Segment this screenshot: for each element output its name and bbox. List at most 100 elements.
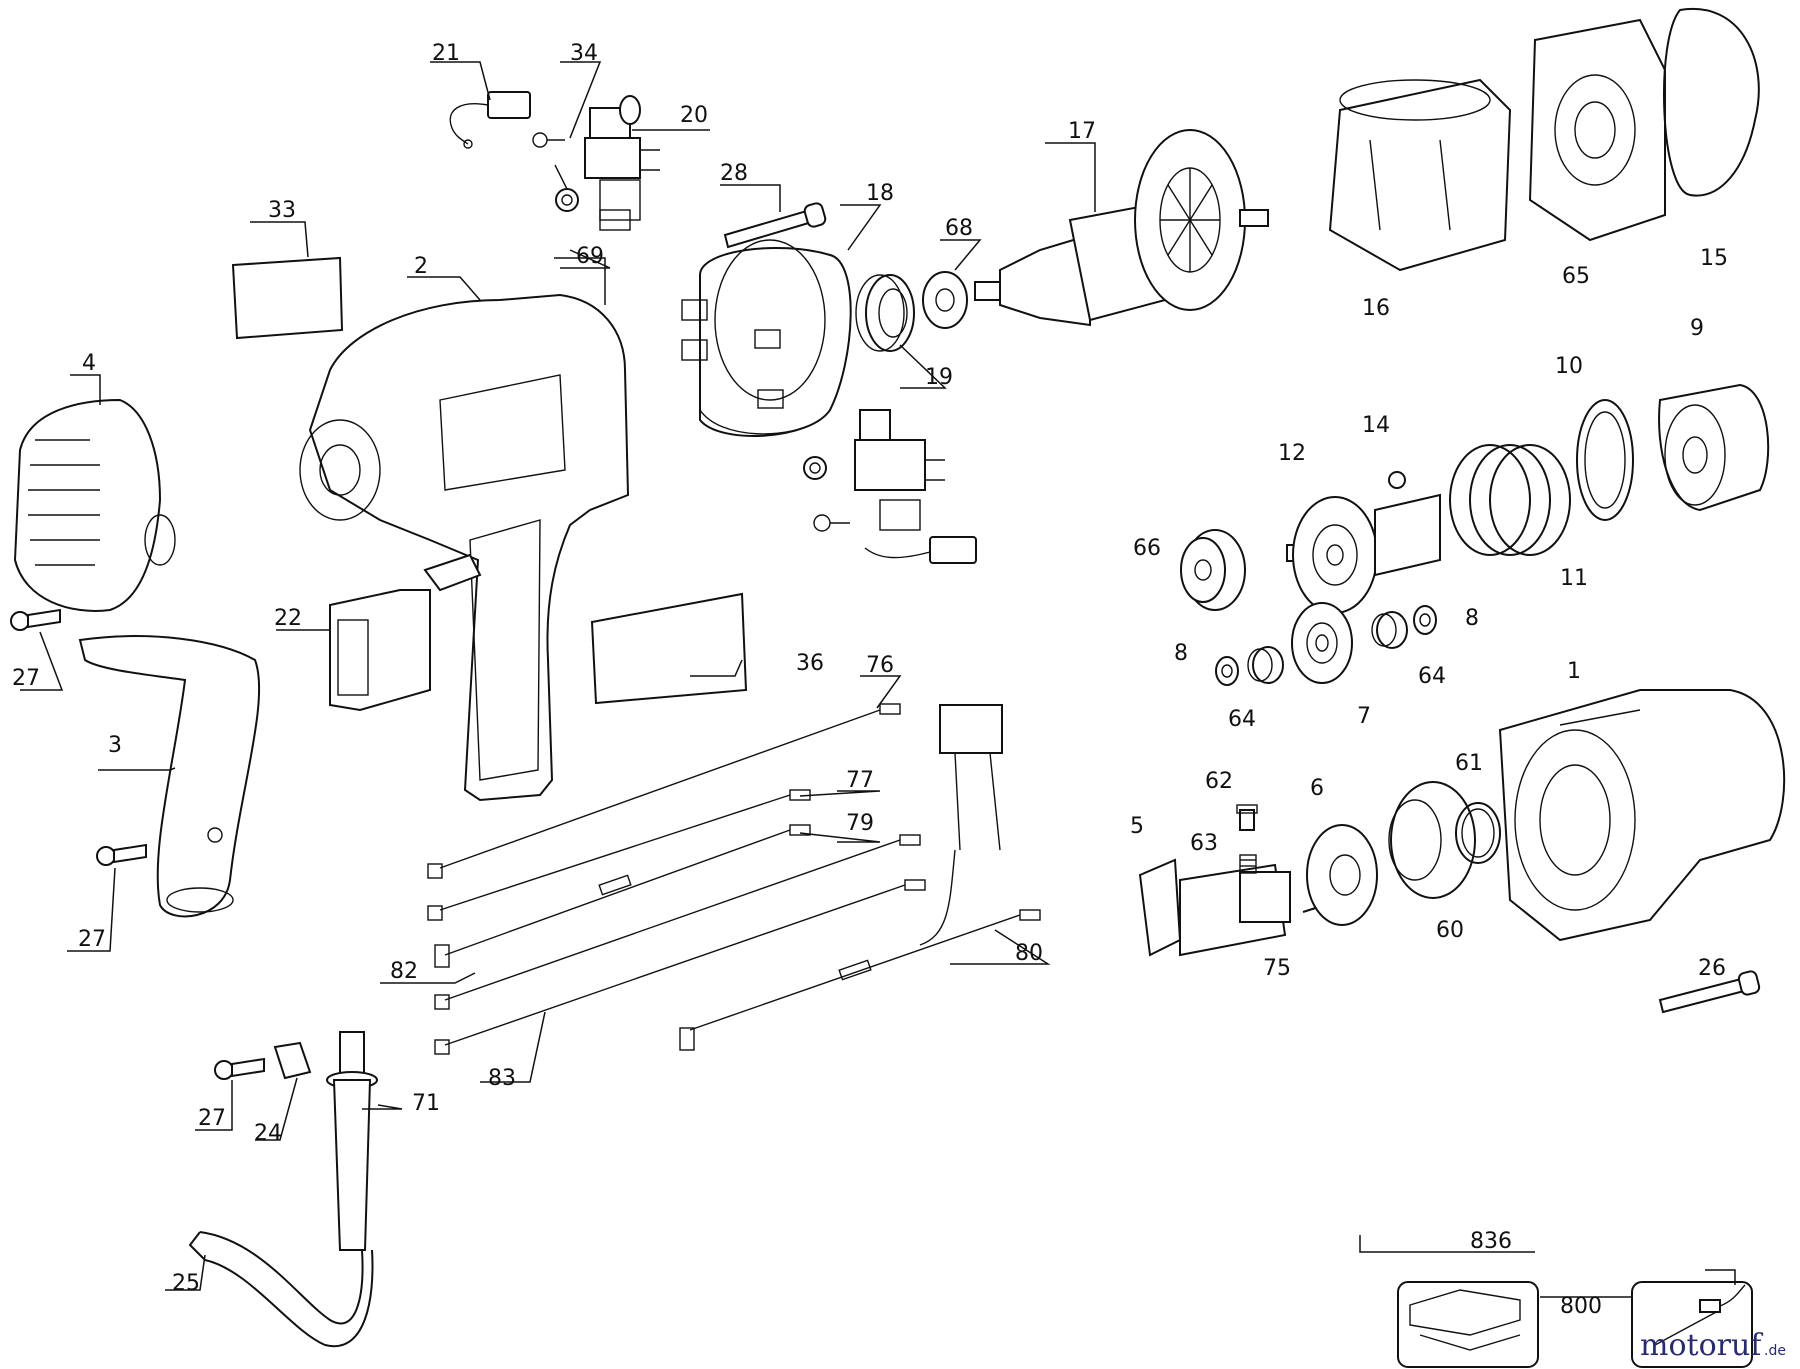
part-10-ball-cage [1576, 399, 1634, 521]
label-20: 20 [680, 103, 708, 128]
wire-82 [434, 834, 921, 1010]
label-26: 26 [1698, 956, 1726, 981]
part-number-labels: 21 34 20 28 18 17 68 19 69 33 2 4 27 3 2… [12, 41, 1728, 1319]
label-69: 69 [576, 244, 604, 269]
part-63-spring [1239, 854, 1257, 874]
part-6-bearing [1306, 824, 1378, 926]
part-836-kit-box [1397, 1281, 1539, 1368]
label-28: 28 [720, 161, 748, 186]
part-2-main-housing [299, 293, 630, 802]
part-65-bearing-plate [1528, 18, 1666, 242]
motoruf-watermark: motoruf .de [1640, 1328, 1786, 1363]
label-68: 68 [945, 216, 973, 241]
part-69-brush-spring-b [803, 456, 827, 480]
label-21: 21 [432, 41, 460, 66]
part-800-brush-kit [1631, 1281, 1753, 1368]
label-800: 800 [1560, 1294, 1602, 1319]
label-64a: 64 [1228, 707, 1256, 732]
label-64b: 64 [1418, 664, 1446, 689]
label-60: 60 [1436, 918, 1464, 943]
part-61-o-ring [1455, 802, 1501, 864]
label-66: 66 [1133, 536, 1161, 561]
part-18-field-stator [681, 239, 852, 437]
label-9: 9 [1690, 316, 1704, 341]
part-25-power-cord [188, 1231, 374, 1348]
label-5: 5 [1130, 814, 1144, 839]
part-60-sleeve [1388, 781, 1476, 899]
watermark-tld: .de [1764, 1343, 1786, 1359]
part-4-rear-cap [13, 398, 176, 612]
label-24: 24 [254, 1121, 282, 1146]
label-33: 33 [268, 198, 296, 223]
label-1: 1 [1567, 659, 1581, 684]
wire-79 [434, 824, 811, 968]
label-11: 11 [1560, 566, 1588, 591]
part-68-washer [922, 271, 968, 329]
label-17: 17 [1068, 119, 1096, 144]
label-80: 80 [1015, 941, 1043, 966]
label-22: 22 [274, 606, 302, 631]
label-82: 82 [390, 959, 418, 984]
part-19-bearing [855, 274, 915, 352]
part-1-gear-housing [1498, 689, 1786, 942]
label-18: 18 [866, 181, 894, 206]
label-4: 4 [82, 351, 96, 376]
label-25: 25 [172, 1271, 200, 1296]
part-34-screw-b [813, 514, 850, 532]
label-27a: 27 [12, 666, 40, 691]
part-33-label-card [231, 256, 344, 340]
part-64-bushing-a [1247, 646, 1284, 684]
label-8b: 8 [1465, 606, 1479, 631]
wire-80-suppressor [679, 704, 1041, 1051]
label-15: 15 [1700, 246, 1728, 271]
part-26-screw [1658, 970, 1761, 1014]
part-69-brush-spring [554, 164, 579, 212]
part-16-end-cap [1328, 78, 1512, 272]
label-27c: 27 [198, 1106, 226, 1131]
part-21-carbon-brush [449, 91, 531, 149]
label-16: 16 [1362, 296, 1390, 321]
leader-lines [20, 61, 1736, 1298]
label-2: 2 [414, 254, 428, 279]
wire-77 [427, 789, 811, 921]
label-3: 3 [108, 733, 122, 758]
part-11-spring [1449, 444, 1571, 556]
label-6: 6 [1310, 776, 1324, 801]
part-9-hammer-cage [1658, 383, 1770, 512]
label-836: 836 [1470, 1229, 1512, 1254]
part-5-anvil [1138, 858, 1291, 957]
part-36-label-card [590, 592, 748, 705]
label-75: 75 [1263, 956, 1291, 981]
part-17-armature [974, 129, 1269, 327]
label-7: 7 [1357, 704, 1371, 729]
label-76: 76 [866, 653, 894, 678]
part-21-carbon-brush-b [864, 536, 977, 564]
part-22-trigger-switch [329, 553, 482, 712]
label-77: 77 [846, 768, 874, 793]
part-8-washer-b [1413, 605, 1437, 635]
part-8-washer-a [1215, 656, 1239, 686]
part-12-hammer [1286, 493, 1441, 614]
part-28-screw [723, 202, 827, 249]
label-63: 63 [1190, 831, 1218, 856]
label-65: 65 [1562, 264, 1590, 289]
wire-83 [434, 879, 926, 1055]
label-12: 12 [1278, 441, 1306, 466]
label-79: 79 [846, 811, 874, 836]
part-15-gasket [1663, 7, 1760, 197]
label-83: 83 [488, 1066, 516, 1091]
part-7-planetary-gear [1291, 602, 1353, 684]
label-71: 71 [412, 1091, 440, 1116]
part-27-screw-c [214, 1057, 265, 1080]
watermark-brand: motoruf [1640, 1328, 1763, 1363]
label-34: 34 [570, 41, 598, 66]
part-27-screw-b [96, 843, 147, 866]
part-20-brush-holder-b [854, 409, 945, 531]
label-19: 19 [925, 365, 953, 390]
label-61: 61 [1455, 751, 1483, 776]
part-14-steel-ball [1388, 471, 1406, 489]
label-62: 62 [1205, 769, 1233, 794]
part-20-brush-holder [532, 95, 660, 231]
label-10: 10 [1555, 354, 1583, 379]
